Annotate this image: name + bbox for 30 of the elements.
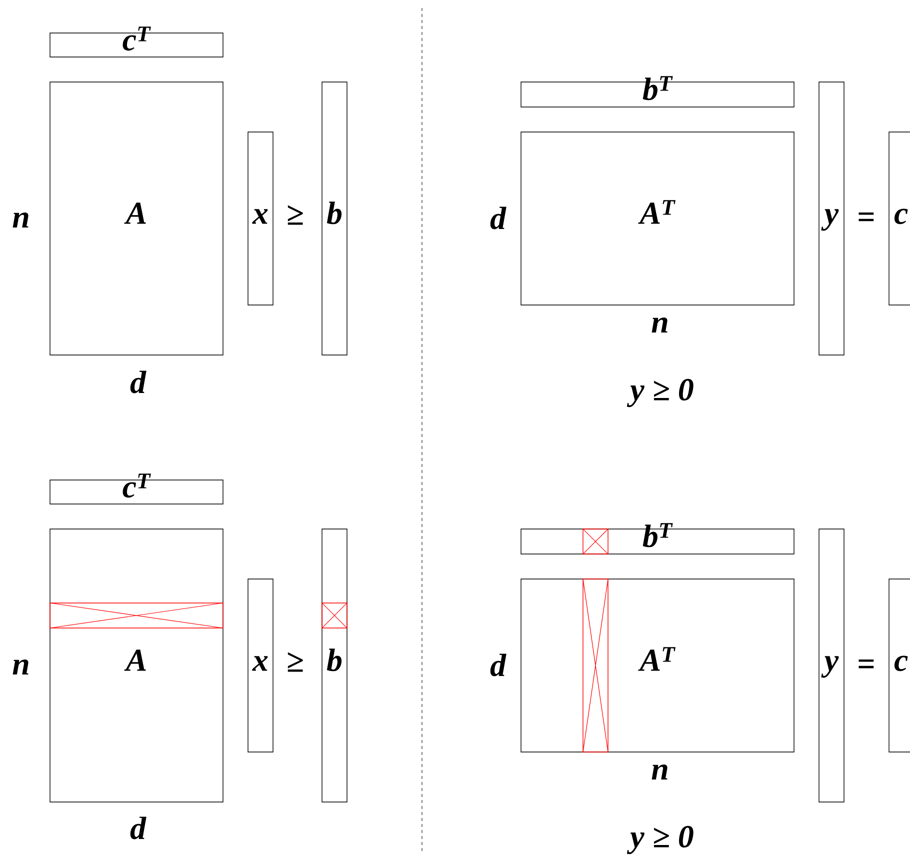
highlighted-cell (322, 602, 348, 628)
vector-box: y (818, 82, 844, 356)
vector-box: x (248, 578, 274, 752)
matrix-box: A (50, 528, 224, 802)
vector-box: y (818, 528, 844, 802)
vector-box: b (322, 82, 348, 356)
dimension-label: d (130, 370, 146, 394)
constraint-label: y ≥ 0 (626, 826, 694, 854)
constraint-label: y ≥ 0 (626, 378, 694, 408)
dimension-label: d (490, 206, 506, 230)
dimension-label: d (130, 816, 146, 840)
dimension-label: n (12, 212, 28, 228)
matrix-box: A$^{T}$ (520, 578, 794, 752)
dimension-label: n (652, 317, 668, 333)
dimension-label: n (652, 764, 668, 780)
relation-symbol: = (858, 660, 874, 668)
vector-box: b (322, 528, 348, 802)
matrix-box: A (50, 82, 224, 356)
highlighted-column (582, 578, 608, 752)
relation-symbol: = (858, 212, 874, 222)
highlighted-row (50, 602, 224, 628)
matrix-box: A$^{T}$ (520, 132, 794, 306)
highlighted-cell (582, 528, 608, 554)
relation-symbol: ≥ (288, 205, 303, 225)
vector-box: x (248, 132, 274, 306)
relation-symbol: ≥ (288, 652, 303, 672)
vector-box: c (888, 578, 910, 752)
vector-box: c (888, 132, 910, 306)
dimension-label: n (12, 659, 28, 675)
dimension-label: d (490, 654, 506, 676)
